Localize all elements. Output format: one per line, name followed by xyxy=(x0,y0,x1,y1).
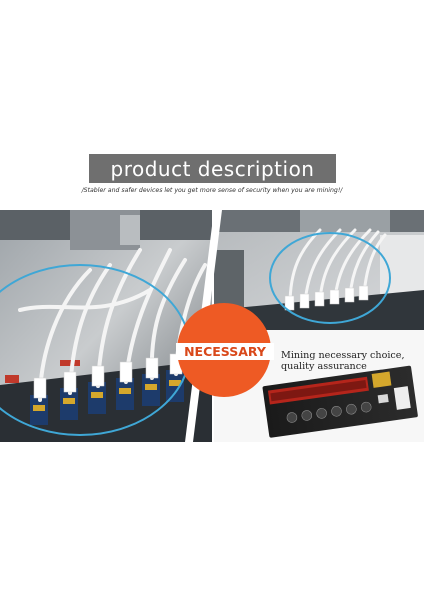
product-photo-strip: NECESSARY xyxy=(0,210,424,442)
product-photo-collage: NECESSARY xyxy=(0,210,424,442)
pcie-riser-card-icon xyxy=(262,365,418,438)
page-title: product description xyxy=(110,156,315,181)
right-photo xyxy=(214,210,424,330)
badge-label: NECESSARY xyxy=(184,344,267,359)
necessary-badge: NECESSARY xyxy=(176,303,274,397)
slogan-line-2: quality assurance xyxy=(281,361,367,372)
slogan-line-1: Mining necessary choice, xyxy=(281,350,405,361)
product-slogan: Mining necessary choice, quality assuran… xyxy=(281,350,421,372)
page-title-banner: product description xyxy=(89,154,336,183)
left-photo xyxy=(0,210,212,442)
page-subtitle: /Stabler and safer devices let you get m… xyxy=(81,187,343,194)
